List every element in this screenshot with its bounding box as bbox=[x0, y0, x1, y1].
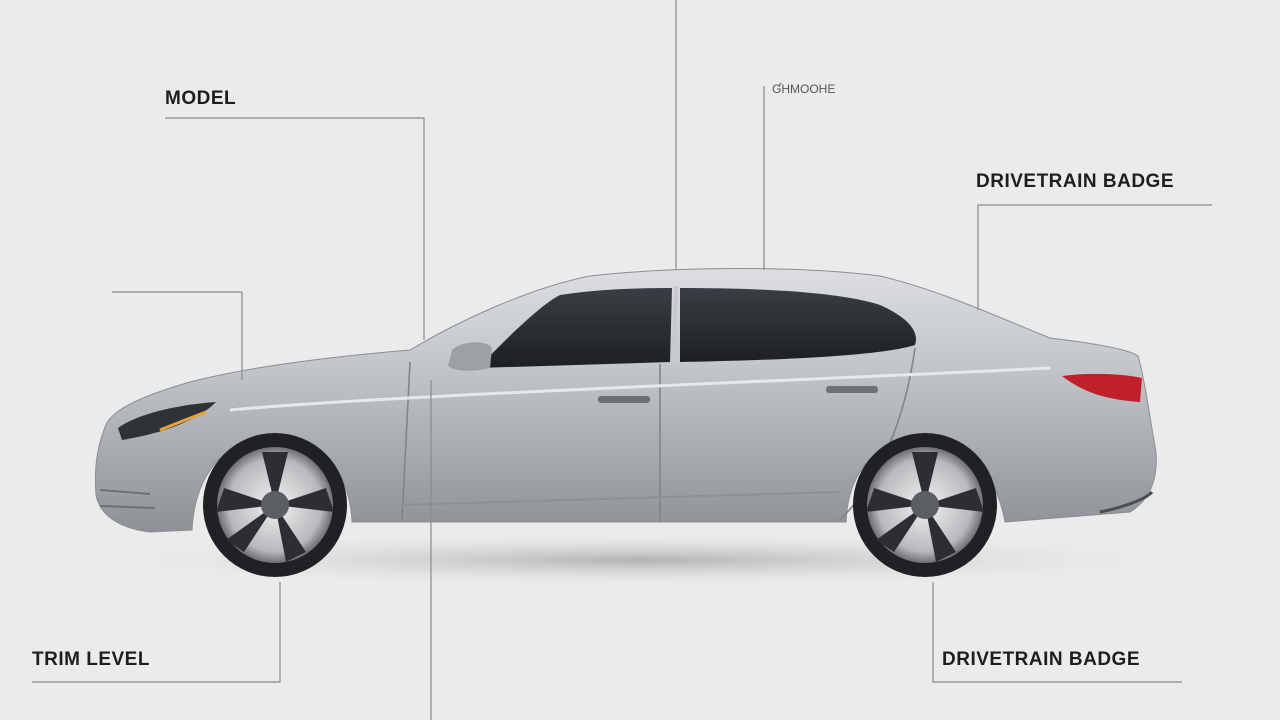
drivetrain-badge-top-label: DRIVETRAIN BADGE bbox=[976, 171, 1175, 192]
tail-light bbox=[1062, 373, 1142, 402]
front-door-handle bbox=[598, 396, 650, 403]
left-leader-line bbox=[112, 291, 243, 380]
rear-wheel bbox=[853, 433, 997, 577]
headlight bbox=[118, 402, 216, 440]
top-code-label: ƓHMOOHE bbox=[772, 82, 836, 96]
front-wheel bbox=[203, 433, 347, 577]
b-pillar bbox=[672, 285, 678, 365]
trim-level-leader-line bbox=[32, 582, 281, 683]
model-leader-line bbox=[165, 117, 425, 340]
drivetrain-top-leader-line bbox=[977, 204, 1212, 310]
drivetrain-bottom-leader-line bbox=[932, 582, 1182, 683]
trim-level-label: TRIM LEVEL bbox=[32, 649, 150, 670]
front-window bbox=[478, 288, 672, 368]
drivetrain-badge-bottom-label: DRIVETRAIN BADGE bbox=[942, 649, 1141, 670]
model-label: MODEL bbox=[165, 88, 237, 109]
rear-door-handle bbox=[826, 386, 878, 393]
rear-window bbox=[680, 288, 916, 362]
side-mirror bbox=[448, 342, 492, 371]
